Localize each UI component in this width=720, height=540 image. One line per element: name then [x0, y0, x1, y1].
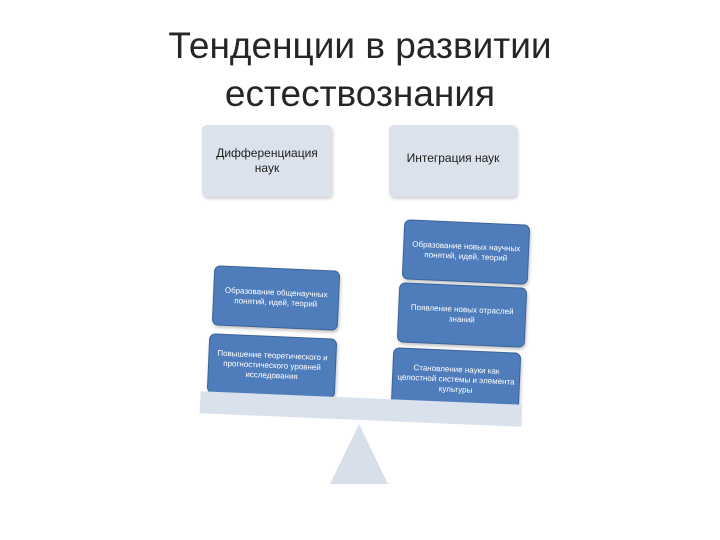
header-integration: Интеграция наук — [389, 125, 517, 197]
right-card-1: Образование новых научных понятий, идей,… — [401, 219, 531, 285]
header-integration-label: Интеграция наук — [406, 150, 500, 165]
slide-title: Тенденции в развитии естествознания — [60, 22, 660, 118]
header-differentiation: Дифференциация наук — [202, 125, 332, 197]
fulcrum-triangle — [330, 424, 388, 484]
left-card-1-text: Образование общенаучных понятий, идей, т… — [224, 285, 328, 309]
left-card-1: Образование общенаучных понятий, идей, т… — [211, 265, 341, 331]
left-card-2: Повышение теоретического и прогностическ… — [206, 333, 338, 399]
right-card-2: Появление новых отраслей знаний — [396, 282, 528, 348]
scale-fulcrum — [330, 424, 388, 484]
right-card-3-text: Становление науки как целостной системы … — [397, 363, 515, 395]
left-card-2-text: Повышение теоретического и прогностическ… — [217, 348, 328, 382]
title-line-2: естествознания — [224, 73, 496, 114]
header-differentiation-label: Дифференциация наук — [216, 146, 318, 175]
right-card-1-text: Образование новых научных понятий, идей,… — [412, 239, 521, 263]
right-card-2-text: Появление новых отраслей знаний — [410, 302, 514, 325]
title-line-1: Тенденции в развитии — [168, 25, 552, 66]
